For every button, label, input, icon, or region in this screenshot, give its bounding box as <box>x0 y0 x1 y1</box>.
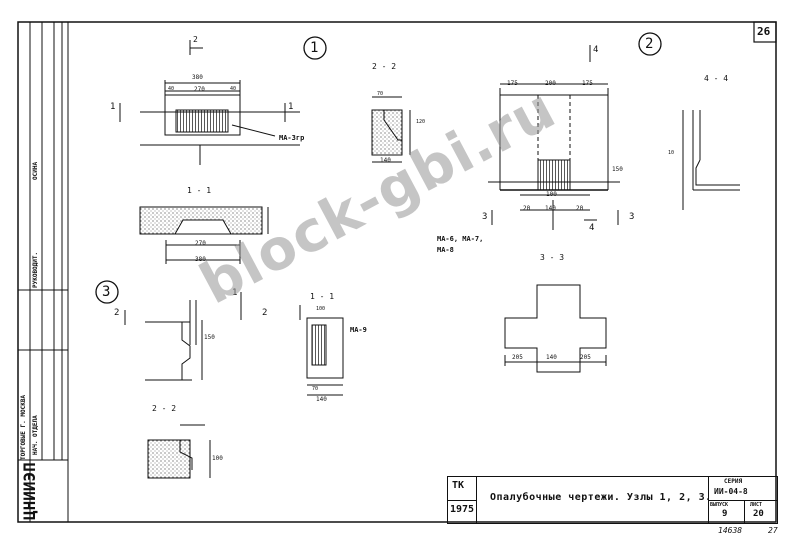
title-block: ТК 1975 Опалубочные чертежи. Узлы 1, 2, … <box>447 476 778 524</box>
title-block-series-label: СЕРИЯ <box>724 478 743 485</box>
dim-140b: 140 <box>545 205 556 212</box>
dim-140c: 140 <box>546 354 557 361</box>
label-md3gr: МА-3гр <box>279 134 305 142</box>
side-org-5: Г. МОСКВА <box>20 394 27 428</box>
title-block-sheet-label: ЛИСТ <box>750 502 763 508</box>
node3-section-1-1 <box>299 305 344 396</box>
title-block-year: 1975 <box>450 504 475 515</box>
side-role2-0: РУКОВОДИТ. <box>32 251 39 288</box>
label-md678-b: МА-8 <box>437 246 454 254</box>
dim-40-right: 40 <box>230 86 237 92</box>
node3-circle <box>95 280 119 304</box>
section-title-1-1a: 1 - 1 <box>187 186 212 195</box>
title-block-sheet-value: 20 <box>753 509 764 519</box>
side-roles-block: НАЧ. ОТДЕЛА <box>32 355 42 455</box>
side-org-block: ТОРГОВЫЕ Г. МОСКВА <box>20 290 30 460</box>
cut-mark-1-node3: 1 <box>232 288 238 298</box>
side-org-0: ТОРГОВЫЕ <box>20 431 27 460</box>
section-title-4-4: 4 - 4 <box>704 74 729 83</box>
dim-150b: 150 <box>204 334 215 341</box>
dim-20-right: 20 <box>576 205 584 212</box>
node2-number: 2 <box>645 36 654 52</box>
node1-section-1-1 <box>139 206 269 264</box>
node3-plan <box>124 292 242 381</box>
dim-10: 10 <box>668 150 675 156</box>
sheet-number-box <box>753 21 777 43</box>
dim-175-right: 175 <box>582 80 593 87</box>
section-title-2-2b: 2 - 2 <box>152 404 177 413</box>
node2-section-3-3 <box>504 284 607 373</box>
node1-number: 1 <box>310 40 319 56</box>
side-role-0: НАЧ. ОТДЕЛА <box>32 415 39 455</box>
section-title-3-3: 3 - 3 <box>540 253 565 262</box>
dim-100: 100 <box>546 191 557 198</box>
label-md9: МА-9 <box>350 326 367 334</box>
dim-150a: 150 <box>612 166 623 173</box>
section-title-2-2a: 2 - 2 <box>372 62 397 71</box>
node3-section-2-2 <box>147 424 211 479</box>
dim-140a: 140 <box>380 157 391 164</box>
cut-mark-2-top: 2 <box>193 35 198 44</box>
dim-70b: 70 <box>312 386 319 392</box>
cut-mark-4-top: 4 <box>593 45 599 55</box>
title-block-issue-label: ВЫПУСК <box>710 502 729 508</box>
dim-200: 200 <box>545 80 556 87</box>
node2-circle <box>638 32 662 56</box>
dim-40-left: 40 <box>168 86 175 92</box>
cut-mark-3-right: 3 <box>629 212 635 222</box>
cut-mark-2-node3: 2 <box>262 308 268 318</box>
node1-plan <box>119 40 300 165</box>
dim-380b: 380 <box>195 256 206 263</box>
side-name-0: ОСИНА <box>32 161 39 180</box>
dim-120: 120 <box>416 119 426 125</box>
cut-mark-4-bottom: 4 <box>589 223 595 233</box>
side-names-block: ОСИНА <box>32 100 42 180</box>
sheet-number: 26 <box>757 25 771 38</box>
dim-270: 270 <box>194 86 205 93</box>
cut-mark-3-left: 3 <box>482 212 488 222</box>
dim-380: 380 <box>192 74 203 81</box>
cut-mark-2-left: 2 <box>114 308 120 318</box>
side-logo: ЦНИИЭП <box>20 462 39 520</box>
dim-100c: 100 <box>212 455 223 462</box>
label-md678-a: МА-6, МА-7, <box>437 235 484 243</box>
dim-70a: 70 <box>377 91 384 97</box>
footer-inventory-number: 14638 <box>718 526 743 535</box>
sheet-frame <box>17 21 777 523</box>
dim-175-left: 175 <box>507 80 518 87</box>
cut-mark-1-left: 1 <box>110 102 116 112</box>
dim-140d: 140 <box>316 396 327 403</box>
dim-205-right: 205 <box>580 354 591 361</box>
dim-270b: 270 <box>195 240 206 247</box>
dim-205-left: 205 <box>512 354 523 361</box>
side-roles2-block: РУКОВОДИТ. <box>32 240 42 288</box>
title-block-series-value: ИИ-04-8 <box>714 487 748 496</box>
cut-mark-1-right: 1 <box>288 102 294 112</box>
node1-circle <box>303 36 327 60</box>
title-block-tk: ТК <box>452 480 465 491</box>
node3-number: 3 <box>102 284 111 300</box>
node1-section-2-2 <box>371 96 411 163</box>
dim-100b: 100 <box>316 306 326 312</box>
footer-page-number: 27 <box>768 526 778 535</box>
section-title-1-1b: 1 - 1 <box>310 292 335 301</box>
dim-20-left: 20 <box>523 205 531 212</box>
title-block-issue-value: 9 <box>722 509 728 519</box>
title-block-title: Опалубочные чертежи. Узлы 1, 2, 3. <box>490 492 712 503</box>
node2-section-4-4 <box>682 110 740 210</box>
side-table-grid <box>18 22 69 522</box>
node2-plan <box>488 45 620 230</box>
